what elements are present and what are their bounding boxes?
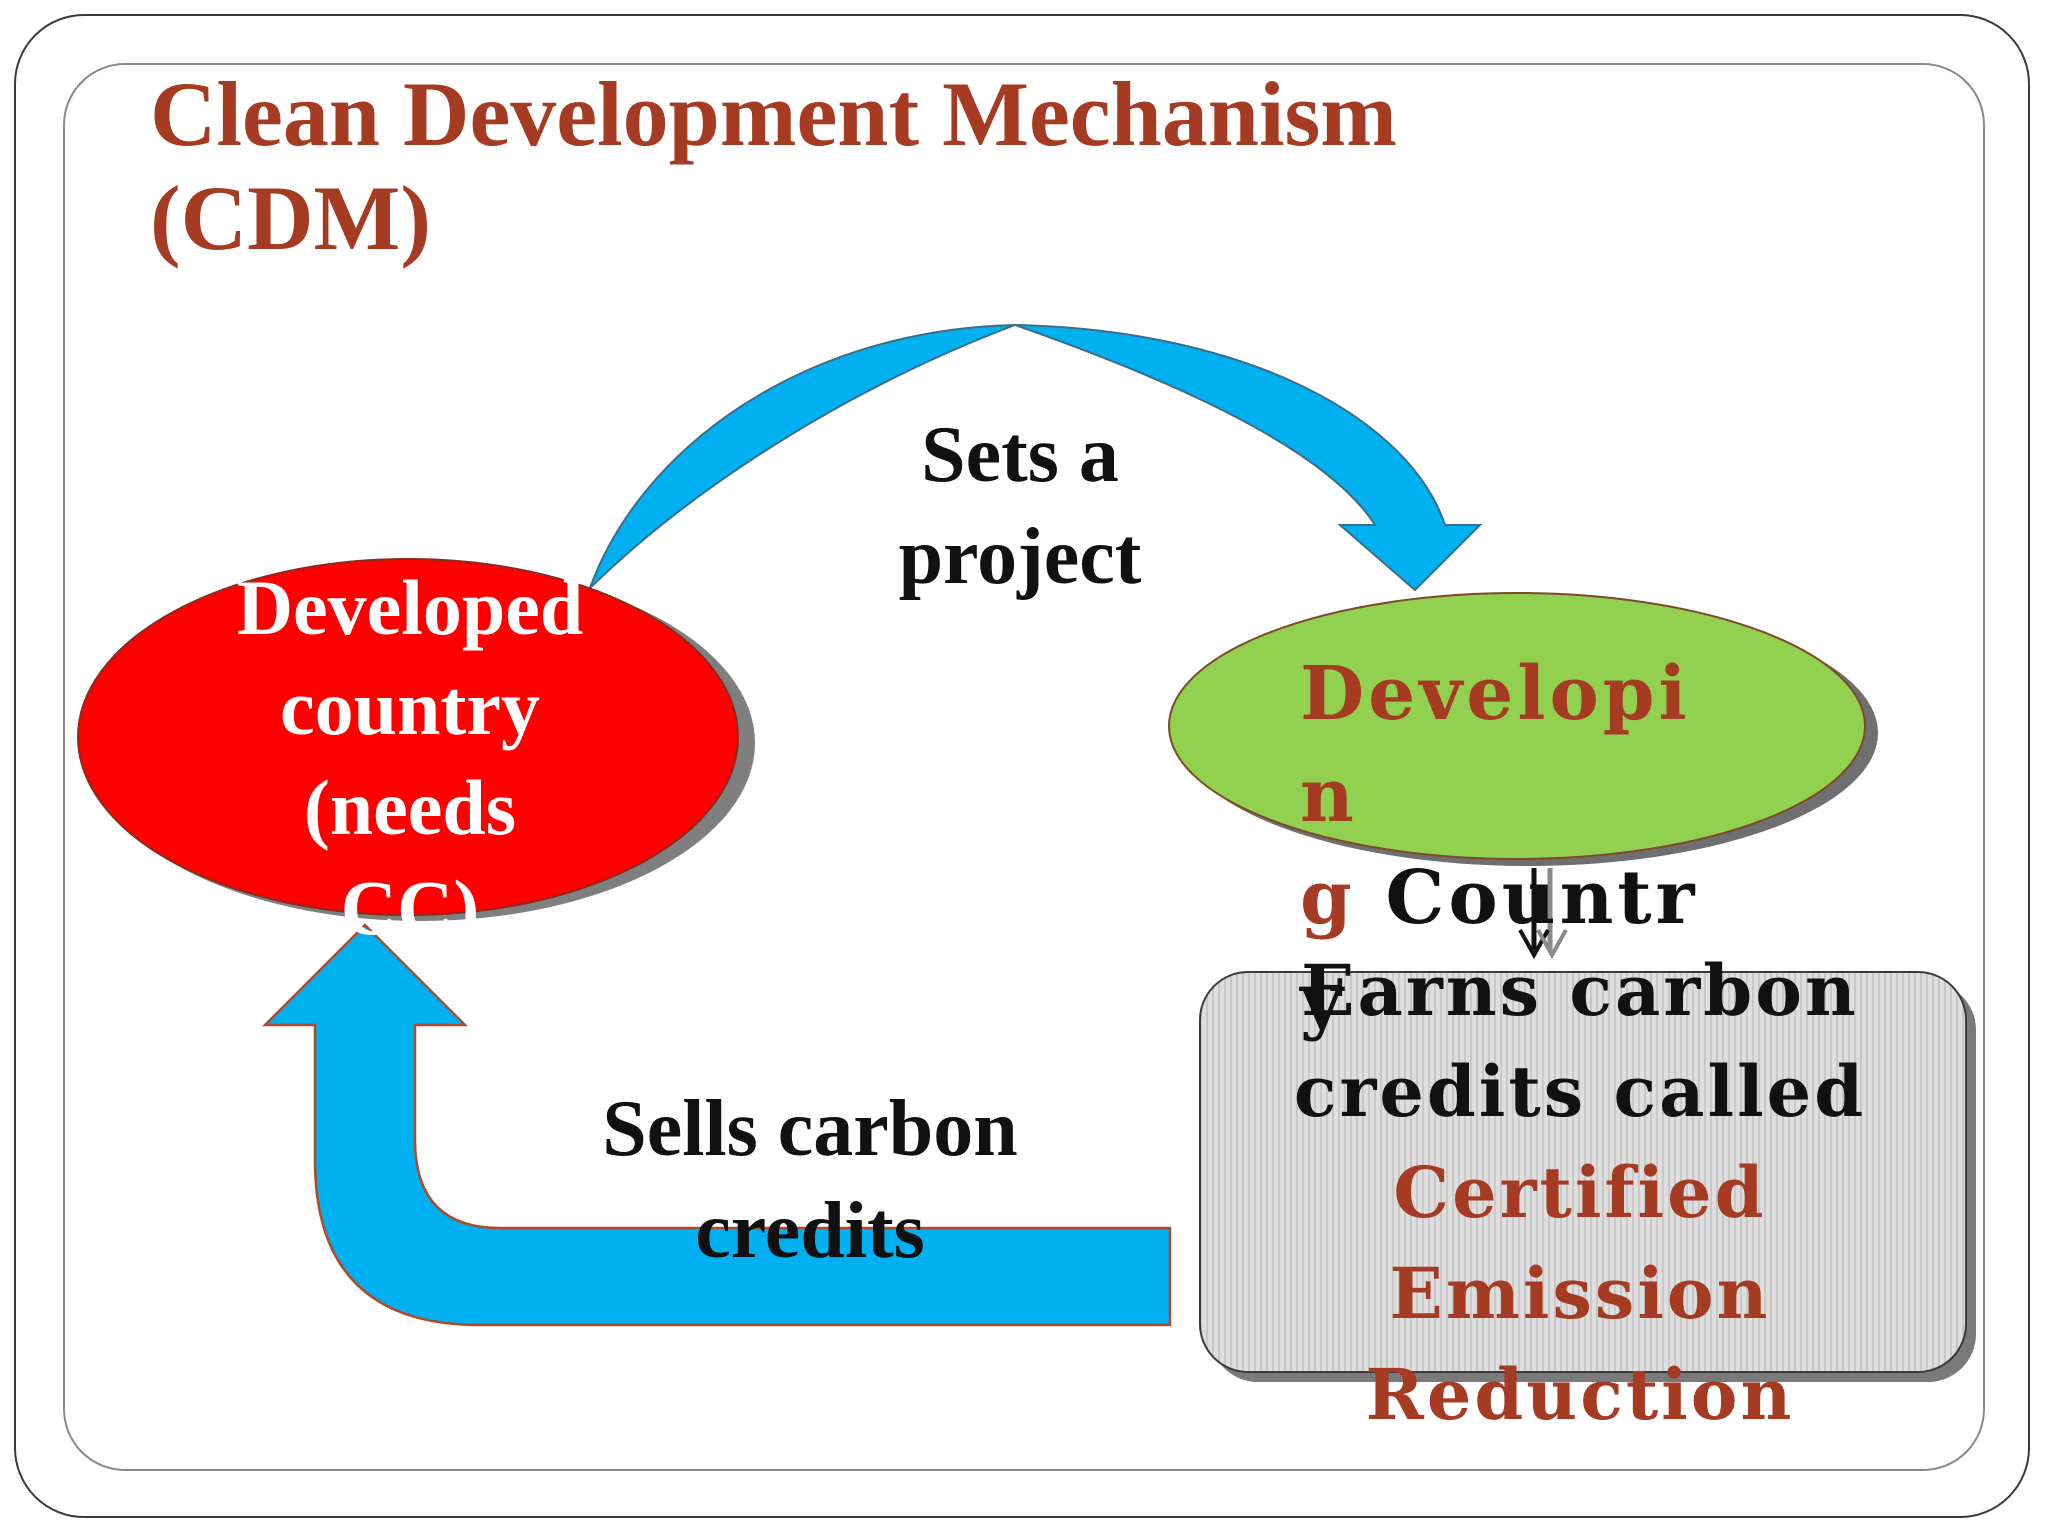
sells-credits-arrow [261,923,1172,1327]
sells-credits-line: credits [695,1187,925,1275]
sets-project-line: project [898,513,1142,601]
developed-country-label: Developed country (needs CC) [160,558,660,958]
sells-credits-label: Sells carbon credits [560,1078,1060,1282]
developed-country-line: Developed [236,564,584,651]
cer-box-highlight-line: Certified [1393,1151,1767,1234]
developing-country-part1: Developin [1300,651,1691,839]
sells-credits-line: Sells carbon [602,1085,1018,1173]
developed-country-node [77,558,739,916]
sets-project-line: Sets a [921,411,1119,499]
earns-down-arrow [1518,868,1568,960]
cer-box-line: credits called [1293,1050,1867,1133]
developing-country-part2: g [1300,855,1356,941]
developing-country-part3: Country [1300,855,1699,1043]
developing-country-label: Developin g Country [1300,643,1740,1051]
cer-box-highlight-line: Reduction [1365,1353,1795,1436]
developed-country-line: CC) [340,864,480,951]
developing-country-node [1168,592,1866,860]
sets-project-label: Sets a project [860,404,1180,608]
cer-box [1199,971,1967,1373]
cer-box-line: Earns carbon [1301,949,1859,1032]
cer-box-highlight-line: Emission [1389,1252,1771,1335]
developed-country-line: (needs [303,764,517,851]
sets-project-arrow [589,323,1483,592]
page-title: Clean Development Mechanism (CDM) [150,63,1397,269]
cer-box-label: Earns carbon credits called Certified Em… [1240,940,1920,1445]
developed-country-line: country [280,664,540,751]
